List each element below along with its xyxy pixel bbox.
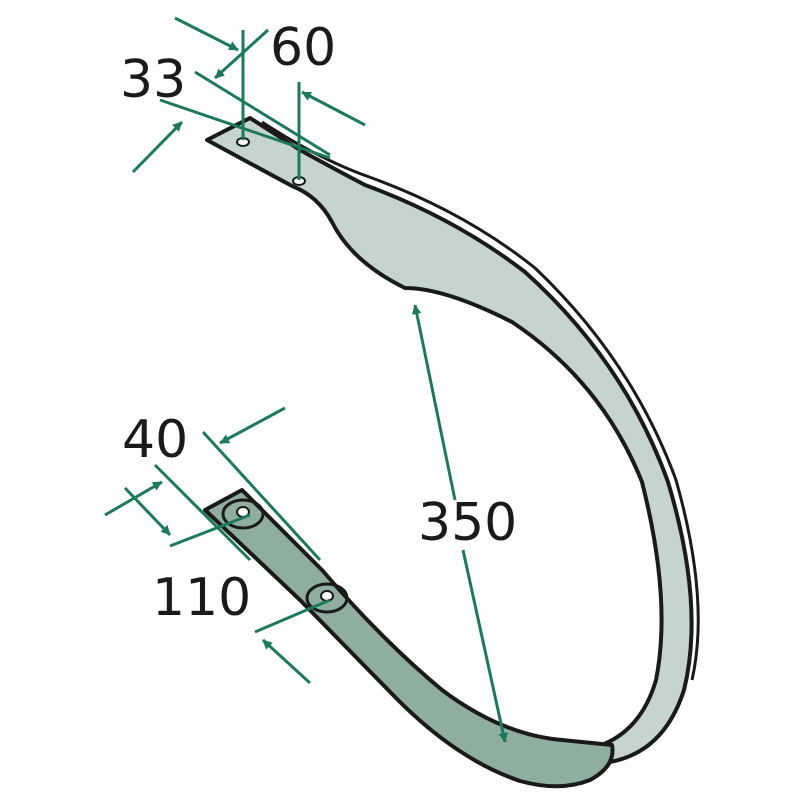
tine-back-band [205, 116, 694, 764]
dimension-110 [123, 486, 331, 685]
tine-front-band [203, 488, 615, 789]
dimension-40 [104, 406, 322, 562]
tine-inner-edge [261, 120, 700, 681]
dimension-33 [131, 16, 331, 174]
label-33: 33 [120, 50, 186, 110]
label-60: 60 [270, 18, 336, 78]
label-40: 40 [122, 410, 188, 470]
label-110: 110 [152, 568, 251, 628]
bottom-hole-2 [305, 582, 349, 614]
dimension-350 [415, 305, 505, 742]
dimension-60 [194, 70, 366, 180]
label-350: 350 [418, 493, 517, 553]
